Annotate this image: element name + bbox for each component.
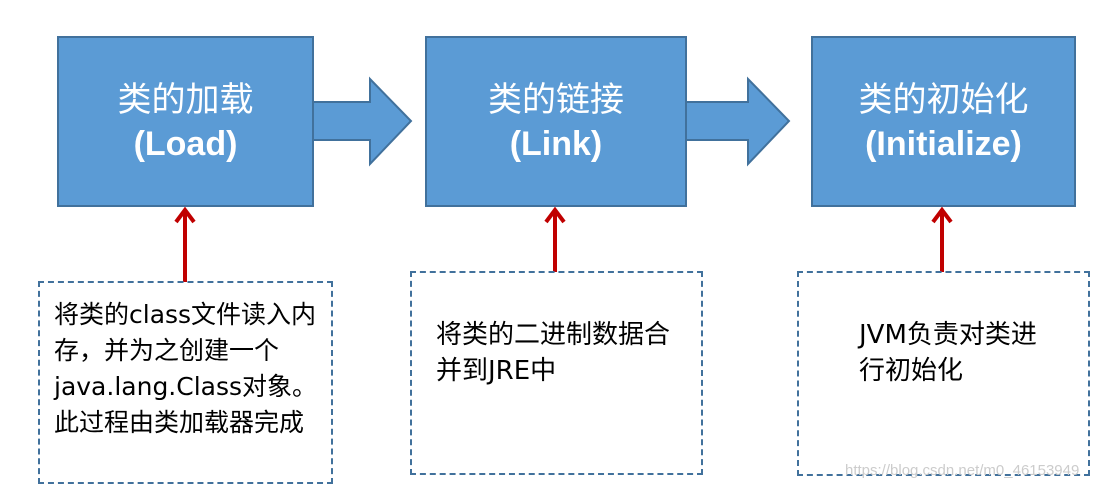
stage-subtitle: (Link) — [509, 124, 603, 163]
stage-link: 类的链接 (Link) — [425, 36, 687, 207]
stage-title: 类的链接 — [488, 79, 624, 120]
flow-arrow-load-to-link — [311, 76, 413, 167]
stage-title: 类的初始化 — [858, 79, 1029, 120]
red-arrow-load — [174, 206, 196, 282]
stage-initialize: 类的初始化 (Initialize) — [811, 36, 1076, 207]
flow-arrow-link-to-init — [684, 76, 791, 167]
note-text: JVM负责对类进行初始化 — [859, 320, 1037, 386]
red-arrow-link — [544, 206, 566, 272]
stage-subtitle: (Load) — [133, 124, 238, 163]
stage-load: 类的加载 (Load) — [57, 36, 314, 207]
stage-subtitle: (Initialize) — [865, 124, 1022, 163]
red-arrow-init — [931, 206, 953, 272]
note-initialize: JVM负责对类进行初始化 — [797, 271, 1090, 476]
note-link: 将类的二进制数据合并到JRE中 — [410, 271, 703, 475]
note-text: 将类的二进制数据合并到JRE中 — [436, 320, 671, 386]
note-load: 将类的class文件读入内存，并为之创建一个java.lang.Class对象。… — [38, 281, 333, 484]
stage-title: 类的加载 — [117, 79, 254, 120]
watermark: https://blog.csdn.net/m0_46153949 — [845, 462, 1080, 479]
note-text: 将类的class文件读入内存，并为之创建一个java.lang.Class对象。… — [54, 300, 318, 437]
